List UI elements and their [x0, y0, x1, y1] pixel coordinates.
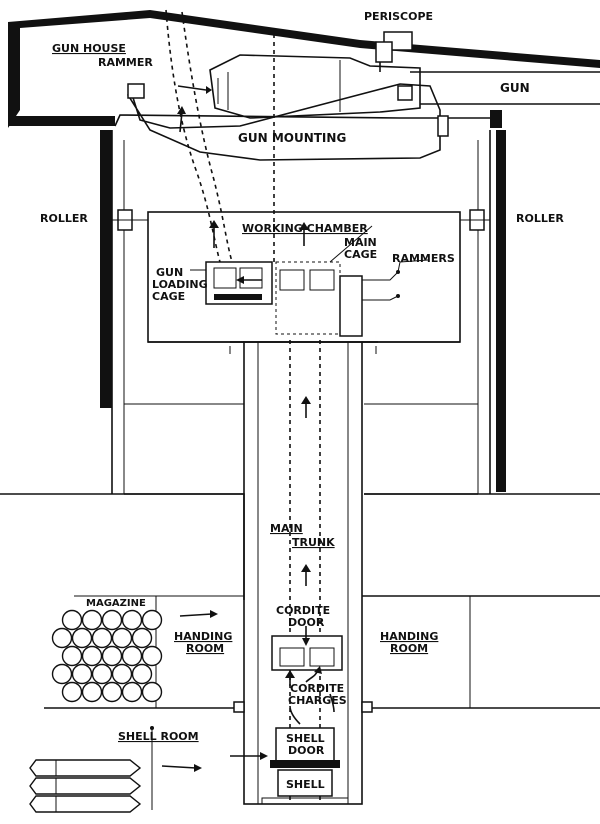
- roller-left: [112, 209, 148, 231]
- gun-loading-cage: [205, 261, 273, 305]
- label-handing-room-left-line1: HANDING: [174, 630, 232, 643]
- label-main-trunk-line1: MAIN: [270, 522, 303, 535]
- shell-room-stack: [29, 759, 142, 813]
- cordite-charge-icon: [101, 609, 123, 631]
- label-shell-door-line1: SHELL: [286, 732, 325, 745]
- label-cordite-door-line2: DOOR: [288, 616, 325, 629]
- label-gun-loading-cage-line1: GUN: [156, 266, 183, 279]
- shell-icon: [29, 795, 142, 813]
- label-handing-room-left-line2: ROOM: [186, 642, 224, 655]
- label-working-chamber: WORKING CHAMBER: [242, 222, 368, 235]
- label-gun-mounting: GUN MOUNTING: [238, 131, 346, 145]
- label-rammer: RAMMER: [98, 56, 153, 69]
- gun-mounting: [127, 83, 449, 161]
- roller-right: [460, 209, 490, 231]
- shell-box: [261, 769, 349, 805]
- gun-house-walls: [100, 130, 506, 494]
- label-cordite-charges-line2: CHARGES: [288, 694, 347, 707]
- label-rammers: RAMMERS: [392, 252, 455, 265]
- label-periscope: PERISCOPE: [364, 10, 433, 23]
- label-handing-room-right-line1: HANDING: [380, 630, 438, 643]
- cordite-charge-icon: [91, 627, 113, 649]
- gun-barrel: [410, 71, 600, 105]
- label-shell: SHELL: [286, 778, 325, 791]
- label-main-cage-line1: MAIN: [344, 236, 377, 249]
- label-roller-left: ROLLER: [40, 212, 88, 225]
- cordite-charge-icon: [111, 627, 133, 649]
- label-shell-door-line2: DOOR: [288, 744, 325, 757]
- cordite-charge-icon: [121, 681, 143, 703]
- cordite-charge-icon: [141, 645, 163, 667]
- rammer-device: [127, 83, 145, 99]
- leader-lines: [190, 225, 429, 271]
- cordite-charge-icon: [141, 609, 163, 631]
- cordite-charge-icon: [101, 645, 123, 667]
- label-gun-house: GUN HOUSE: [52, 42, 126, 55]
- cordite-charge-icon: [71, 663, 93, 685]
- cordite-charge-icon: [141, 681, 163, 703]
- flow-arrows: [161, 85, 335, 772]
- label-shell-room: SHELL ROOM: [118, 730, 199, 743]
- shell-icon: [29, 777, 142, 795]
- shell-icon: [29, 759, 142, 777]
- cordite-charge-icon: [61, 609, 83, 631]
- cordite-charge-icon: [91, 663, 113, 685]
- label-handing-room-right-line2: ROOM: [390, 642, 428, 655]
- label-roller-right: ROLLER: [516, 212, 564, 225]
- main-cage: [275, 261, 363, 337]
- ammunition-path-dashed: [165, 9, 321, 800]
- cordite-charge-icon: [101, 681, 123, 703]
- gun-house-structure: [8, 10, 600, 128]
- label-gun: GUN: [500, 81, 530, 95]
- cordite-charge-icon: [121, 645, 143, 667]
- label-gun-loading-cage-line3: CAGE: [152, 290, 185, 303]
- label-main-trunk-line2: TRUNK: [292, 536, 335, 549]
- cordite-charge-icon: [121, 609, 143, 631]
- cordite-charge-icon: [61, 645, 83, 667]
- lower-rooms: [44, 595, 600, 709]
- cordite-charge-icon: [111, 663, 133, 685]
- cordite-charge-icon: [131, 663, 153, 685]
- cordite-charge-icon: [81, 609, 103, 631]
- label-main-cage-line2: CAGE: [344, 248, 377, 261]
- cordite-charge-icon: [131, 627, 153, 649]
- magazine-cordite-stack: [51, 609, 163, 703]
- cordite-charge-icon: [81, 681, 103, 703]
- cordite-charge-icon: [51, 627, 73, 649]
- cordite-charge-icon: [71, 627, 93, 649]
- cordite-charge-icon: [51, 663, 73, 685]
- cordite-charge-icon: [61, 681, 83, 703]
- gun-breech: [209, 54, 421, 119]
- shell-door: [270, 727, 340, 768]
- diagram-labels: PERISCOPE GUN HOUSE RAMMER GUN GUN MOUNT…: [40, 10, 564, 791]
- label-cordite-charges-line1: CORDITE: [290, 682, 344, 695]
- cordite-charge-icon: [81, 645, 103, 667]
- fixed-structure: [0, 346, 600, 600]
- label-cordite-door-line1: CORDITE: [276, 604, 330, 617]
- periscope-icon: [375, 31, 413, 72]
- working-chamber-rammers: [362, 261, 401, 301]
- label-magazine: MAGAZINE: [86, 598, 146, 609]
- label-gun-loading-cage-line2: LOADING: [152, 278, 208, 291]
